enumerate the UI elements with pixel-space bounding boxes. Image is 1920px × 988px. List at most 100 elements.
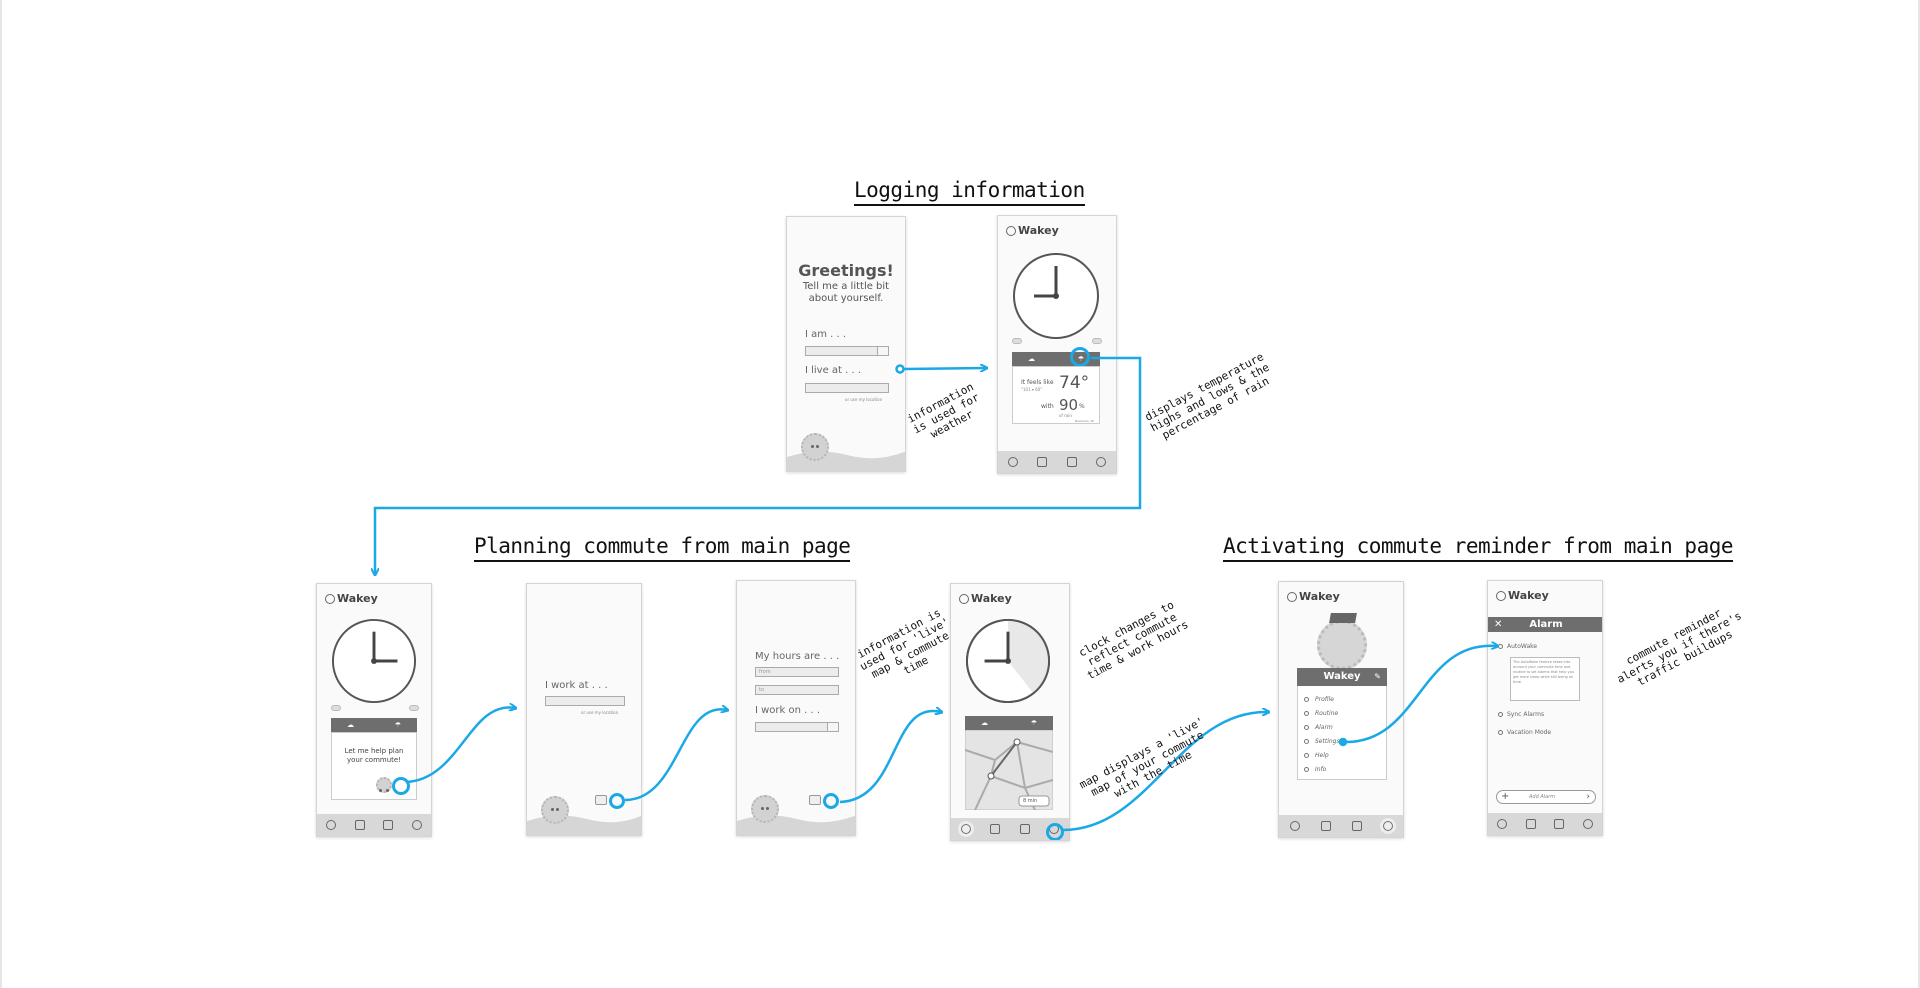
add-alarm-label: Add Alarm (1529, 794, 1556, 800)
sun-icon (1496, 591, 1506, 601)
label-i-am: I am . . . (805, 329, 847, 340)
greeting-subtitle: Tell me a little bit about yourself. (802, 281, 890, 304)
commute-map[interactable] (965, 730, 1053, 810)
mascot-icon (801, 433, 829, 461)
nav-calendar-icon[interactable] (1554, 819, 1565, 829)
screen-work-hours: My hours are . . . from to I work on . .… (736, 580, 856, 836)
temperature: 74° (1059, 373, 1090, 393)
work-address-input[interactable] (545, 696, 625, 706)
screen-profile-menu: Wakey Wakey ✎ Profile Routine Alarm Sett… (1278, 581, 1404, 838)
app-logo: Wakey (959, 592, 1012, 605)
label-days: I work on . . . (755, 705, 821, 716)
arrow-map-to-profile (1062, 712, 1268, 832)
next-button-highlight[interactable] (823, 793, 839, 809)
rain-percent: 90 (1059, 396, 1079, 414)
nav-profile-icon[interactable] (1582, 819, 1593, 829)
clock-icon (1013, 253, 1099, 339)
nav-calendar-icon[interactable] (383, 820, 394, 830)
alarm-pill-left[interactable] (1012, 338, 1022, 344)
nav-profile-icon[interactable] (411, 820, 422, 830)
with-label: with (1041, 403, 1054, 410)
alarm-pill-left[interactable] (331, 705, 341, 711)
next-button-highlight[interactable] (609, 793, 625, 809)
app-logo: Wakey (1006, 224, 1059, 237)
back-button[interactable] (809, 795, 821, 805)
menu-item-info[interactable]: Info (1304, 766, 1326, 773)
heading-logging: Logging information (854, 178, 1085, 206)
mascot-icon (376, 777, 392, 793)
add-alarm-button[interactable]: + Add Alarm › (1496, 790, 1596, 804)
use-location-link[interactable]: or use my location (845, 397, 883, 402)
nav-profile-icon[interactable] (1379, 818, 1396, 834)
nav-list-icon[interactable] (1037, 457, 1048, 467)
mascot-icon (541, 796, 569, 824)
menu-item-profile[interactable]: Profile (1304, 696, 1334, 703)
screen-main-map: Wakey ☁ ☂ 8 min (950, 583, 1070, 841)
page-left-edge (0, 0, 2, 988)
menu-list: Profile Routine Alarm Settings Help Info (1297, 686, 1387, 780)
nav-list-icon[interactable] (354, 820, 365, 830)
app-logo: Wakey (1496, 589, 1549, 602)
autowake-option[interactable]: AutoWake (1498, 643, 1537, 650)
weather-tab-bar[interactable]: ☁ ☂ (965, 716, 1053, 730)
menu-item-settings[interactable]: Settings (1304, 738, 1340, 745)
clock-icon (331, 618, 417, 704)
rain-label: of rain (1059, 413, 1072, 418)
menu-item-help[interactable]: Help (1304, 752, 1329, 759)
greeting-title: Greetings! (798, 261, 894, 280)
cloud-icon: ☁ (981, 719, 988, 727)
nav-calendar-icon[interactable] (1066, 457, 1077, 467)
from-input[interactable]: from (755, 667, 839, 677)
alarm-pill-right[interactable] (409, 705, 419, 711)
alarm-pill-right[interactable] (1092, 338, 1102, 344)
menu-item-routine[interactable]: Routine (1304, 710, 1338, 717)
feels-like-label: It feels like (1021, 379, 1054, 386)
edit-icon[interactable]: ✎ (1374, 672, 1381, 681)
to-input[interactable]: to (755, 685, 839, 695)
nav-clock-icon[interactable] (1497, 819, 1508, 829)
profile-name-bar: Wakey ✎ (1297, 668, 1387, 686)
arrow-work-to-hours (624, 709, 727, 802)
bottom-nav (1488, 813, 1602, 835)
address-input[interactable] (805, 383, 889, 393)
close-icon[interactable]: ✕ (1494, 619, 1503, 630)
i-am-dropdown[interactable] (805, 346, 889, 356)
nav-clock-icon[interactable] (1289, 821, 1300, 831)
plan-button-highlight[interactable] (392, 777, 410, 795)
location-label: Nashville, IN (1075, 419, 1094, 423)
days-dropdown[interactable] (755, 722, 839, 732)
bottom-nav (1279, 815, 1403, 837)
weather-tab-bar[interactable]: ☁ ☂ (331, 718, 417, 732)
sync-alarms-option[interactable]: Sync Alarms (1498, 711, 1544, 718)
vacation-mode-option[interactable]: Vacation Mode (1498, 729, 1551, 736)
sun-icon (325, 594, 335, 604)
rain-icon: ☂ (394, 721, 401, 729)
cloud-icon: ☁ (347, 721, 354, 729)
alarm-header: ✕ Alarm (1488, 617, 1602, 632)
nav-list-icon[interactable] (990, 824, 1001, 834)
nav-calendar-icon[interactable] (1019, 824, 1030, 834)
nav-clock-icon[interactable] (326, 820, 337, 830)
nav-clock-icon[interactable] (957, 821, 974, 837)
nav-clock-icon[interactable] (1007, 457, 1018, 467)
menu-item-alarm[interactable]: Alarm (1304, 724, 1333, 731)
screen-alarm: Wakey ✕ Alarm AutoWake The AutoWake feat… (1487, 580, 1603, 836)
arrow-main-to-plan (375, 356, 1142, 574)
nav-profile-icon[interactable] (1096, 457, 1107, 467)
screen-main-weather: Wakey ☁ ☂ It feels like °101 ▾ 60° 74° w… (997, 215, 1117, 474)
cloud-icon: ☁ (1028, 355, 1035, 363)
heading-activating: Activating commute reminder from main pa… (1223, 534, 1734, 562)
plus-icon: + (1501, 791, 1510, 802)
arrow-hours-to-map (839, 711, 941, 804)
screen-plan-commute: Wakey ☁ ☂ Let me help plan your commute! (316, 583, 432, 837)
label-i-live: I live at . . . (805, 365, 862, 376)
weather-tab-highlight (1070, 347, 1090, 367)
nav-list-icon[interactable] (1320, 821, 1331, 831)
nav-calendar-icon[interactable] (1351, 821, 1362, 831)
arrow-greetings-to-main (903, 368, 986, 369)
nav-list-icon[interactable] (1525, 819, 1536, 829)
use-location-link[interactable]: or use my location (581, 710, 619, 715)
back-button[interactable] (595, 795, 607, 805)
app-logo: Wakey (325, 592, 378, 605)
